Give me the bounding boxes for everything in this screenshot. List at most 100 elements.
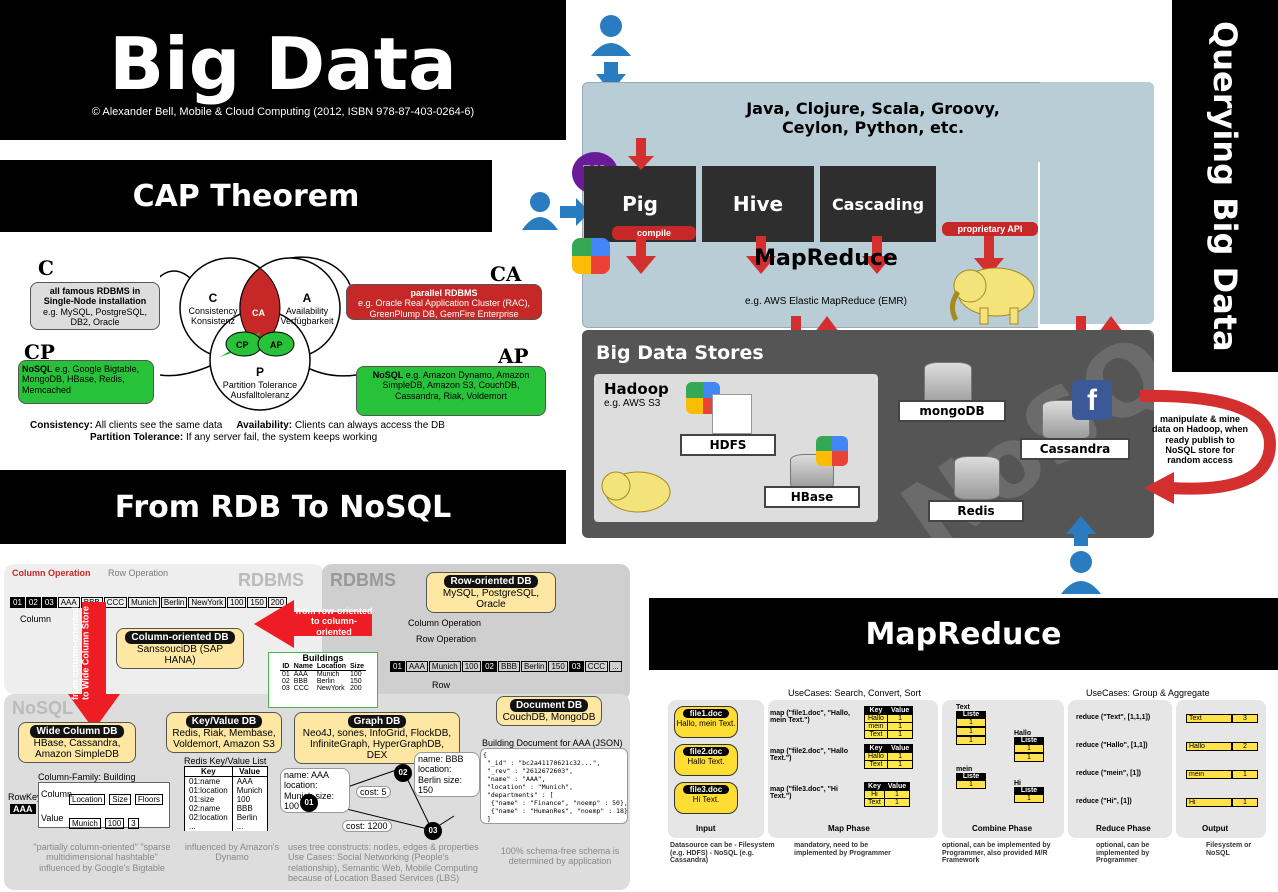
cf-value-label: Value [41, 813, 64, 823]
mr-bg-output [1176, 700, 1266, 838]
mr-map-table-cell: 1 [886, 714, 914, 723]
cf-value-cell: 100 [104, 818, 125, 829]
mr-map-table-cell: 1 [886, 760, 914, 769]
cap-theorem-title: CAP Theorem [132, 178, 360, 214]
kv-note: influenced by Amazon's Dynamo [184, 842, 280, 863]
buildings-cell: 100 [350, 671, 362, 679]
hdfs-label: HDFS [709, 438, 747, 452]
graph-node2-props: name: BBB location: Berlin size: 150 [414, 752, 480, 798]
cf-column-cell: Size [109, 794, 131, 805]
mapreduce-title: MapReduce [865, 616, 1062, 652]
user-icon-top [591, 15, 631, 92]
col-operation-label-2: Column Operation [408, 618, 482, 628]
col-db-box: Column-oriented DB SanssouciDB (SAP HANA… [116, 628, 244, 669]
cap-region-ap-shape [257, 331, 295, 357]
mr-combine-value: 1 [1014, 744, 1044, 753]
nosql-label: NoSQL [12, 698, 73, 718]
elephant-icon-hadoop [601, 471, 671, 513]
cap-circle-c-title: C [208, 291, 218, 305]
rdb-nosql-banner: From RDB To NoSQL [0, 470, 566, 544]
big-data-stores-layer: NoSQL Big Data Stores Hadoop e.g. AWS S3… [582, 330, 1154, 538]
hadoop-sub: e.g. AWS S3 [604, 398, 661, 409]
buildings-cell: AAA [293, 671, 308, 679]
hbase-store: HBase [764, 486, 860, 508]
user-icon-bottom [1061, 516, 1101, 594]
cap-c-box-sub: e.g. MySQL, PostgreSQL, DB2, Oracle [42, 306, 148, 328]
kv-header-cell: Key [184, 766, 233, 777]
mr-map-table-cell: Text [864, 760, 888, 769]
row-operation-label-2: Row Operation [416, 634, 477, 644]
cassandra-store: Cassandra [1020, 438, 1130, 460]
cap-ap-box-title: NoSQL [372, 370, 404, 380]
cap-partition-text: If any server fail, the system keeps wor… [185, 432, 378, 443]
redis-cylinder [954, 456, 1000, 500]
querying-title: Querying Big Data [1206, 20, 1244, 352]
graph-node: 01 [300, 794, 318, 812]
col-storage-cell: 02 [25, 597, 41, 608]
doc-db-sub: CouchDB, MongoDB [502, 712, 596, 723]
cascading-box: Cascading [820, 166, 936, 242]
wide-note: "partially column-oriented" "sparse mult… [33, 842, 171, 873]
wide-db-box: Wide Column DB HBase, Cassandra, Amazon … [18, 722, 136, 763]
mr-note: optional, can be implemented by Programm… [942, 842, 1051, 865]
cascading-label: Cascading [831, 194, 925, 214]
cap-letter-ap: AP [498, 344, 529, 368]
mr-note: Filesystem or NoSQL [1206, 842, 1252, 857]
mapreduce-panel: UseCases: Search, Convert, Sort UseCases… [666, 684, 1278, 892]
compile-label: compile [636, 228, 671, 238]
doc-note2: 100% schema-free schema is determined by… [500, 846, 620, 867]
buildings-cell: 150 [350, 678, 362, 686]
query-panel: Java, Clojure, Scala, Groovy, Ceylon, Py… [522, 6, 1170, 594]
cap-ca-box-title: parallel RDBMS [410, 288, 478, 298]
cap-circle-a-title: A [302, 291, 312, 305]
doc-db-box: Document DB CouchDB, MongoDB [496, 696, 602, 726]
wide-db-sub: HBase, Cassandra, Amazon SimpleDB [33, 738, 121, 760]
mr-map-table-cell: 1 [886, 730, 914, 739]
cap-theorem-banner: CAP Theorem [0, 160, 492, 232]
hbase-label: HBase [790, 490, 834, 504]
cap-consistency-text: All clients see the same data [95, 420, 223, 431]
cassandra-label: Cassandra [1039, 442, 1111, 456]
compile-tag: compile [612, 226, 696, 240]
mapreduce-banner: MapReduce [649, 598, 1278, 670]
graph-db-title: Graph DB [347, 715, 407, 728]
row-storage-cell: AAA [405, 661, 428, 672]
col-db-sub: SanssouciDB (SAP HANA) [136, 644, 224, 666]
cap-letter-ca: CA [490, 262, 522, 286]
buildings-cell: 200 [350, 685, 362, 693]
row-storage-cell: 100 [461, 661, 482, 672]
big-data-title: Big Data [109, 22, 457, 106]
mr-output-key: Hi [1186, 798, 1232, 807]
mr-bg-reduce [1068, 700, 1172, 838]
graph-node: 03 [424, 822, 442, 840]
mr-combine-value: 1 [956, 780, 986, 789]
mr-combine-value: 1 [956, 736, 986, 745]
cap-cp-box-sub: e.g. Google Bigtable, MongoDB, HBase, Re… [22, 364, 140, 395]
kv-db-sub: Redis, Riak, Membase, Voldemort, Amazon … [172, 728, 276, 750]
row-db-box: Row-oriented DB MySQL, PostgreSQL, Oracl… [426, 572, 556, 613]
mr-combine-key: Text [956, 704, 970, 711]
big-data-banner: Big Data © Alexander Bell, Mobile & Clou… [0, 0, 566, 140]
language-layer-right [1040, 82, 1154, 324]
mr-combine-value: 1 [1014, 753, 1044, 762]
mr-input-file-text: Hallo, mein Text. [676, 719, 736, 728]
column-operation-label: Column Operation [12, 568, 91, 578]
mr-combine-liste: Liste [956, 711, 986, 718]
hadoop-box: Hadoop e.g. AWS S3 HDFS HBase [594, 374, 878, 522]
kv-cell: 02:name [184, 804, 233, 813]
mr-map-table-head: Value [883, 782, 911, 791]
graph-cost5: cost: 5 [356, 786, 391, 799]
mr-map-table-head: Key [864, 782, 885, 791]
cap-circle-c-sub: Consistency Konsistenz [188, 305, 238, 327]
